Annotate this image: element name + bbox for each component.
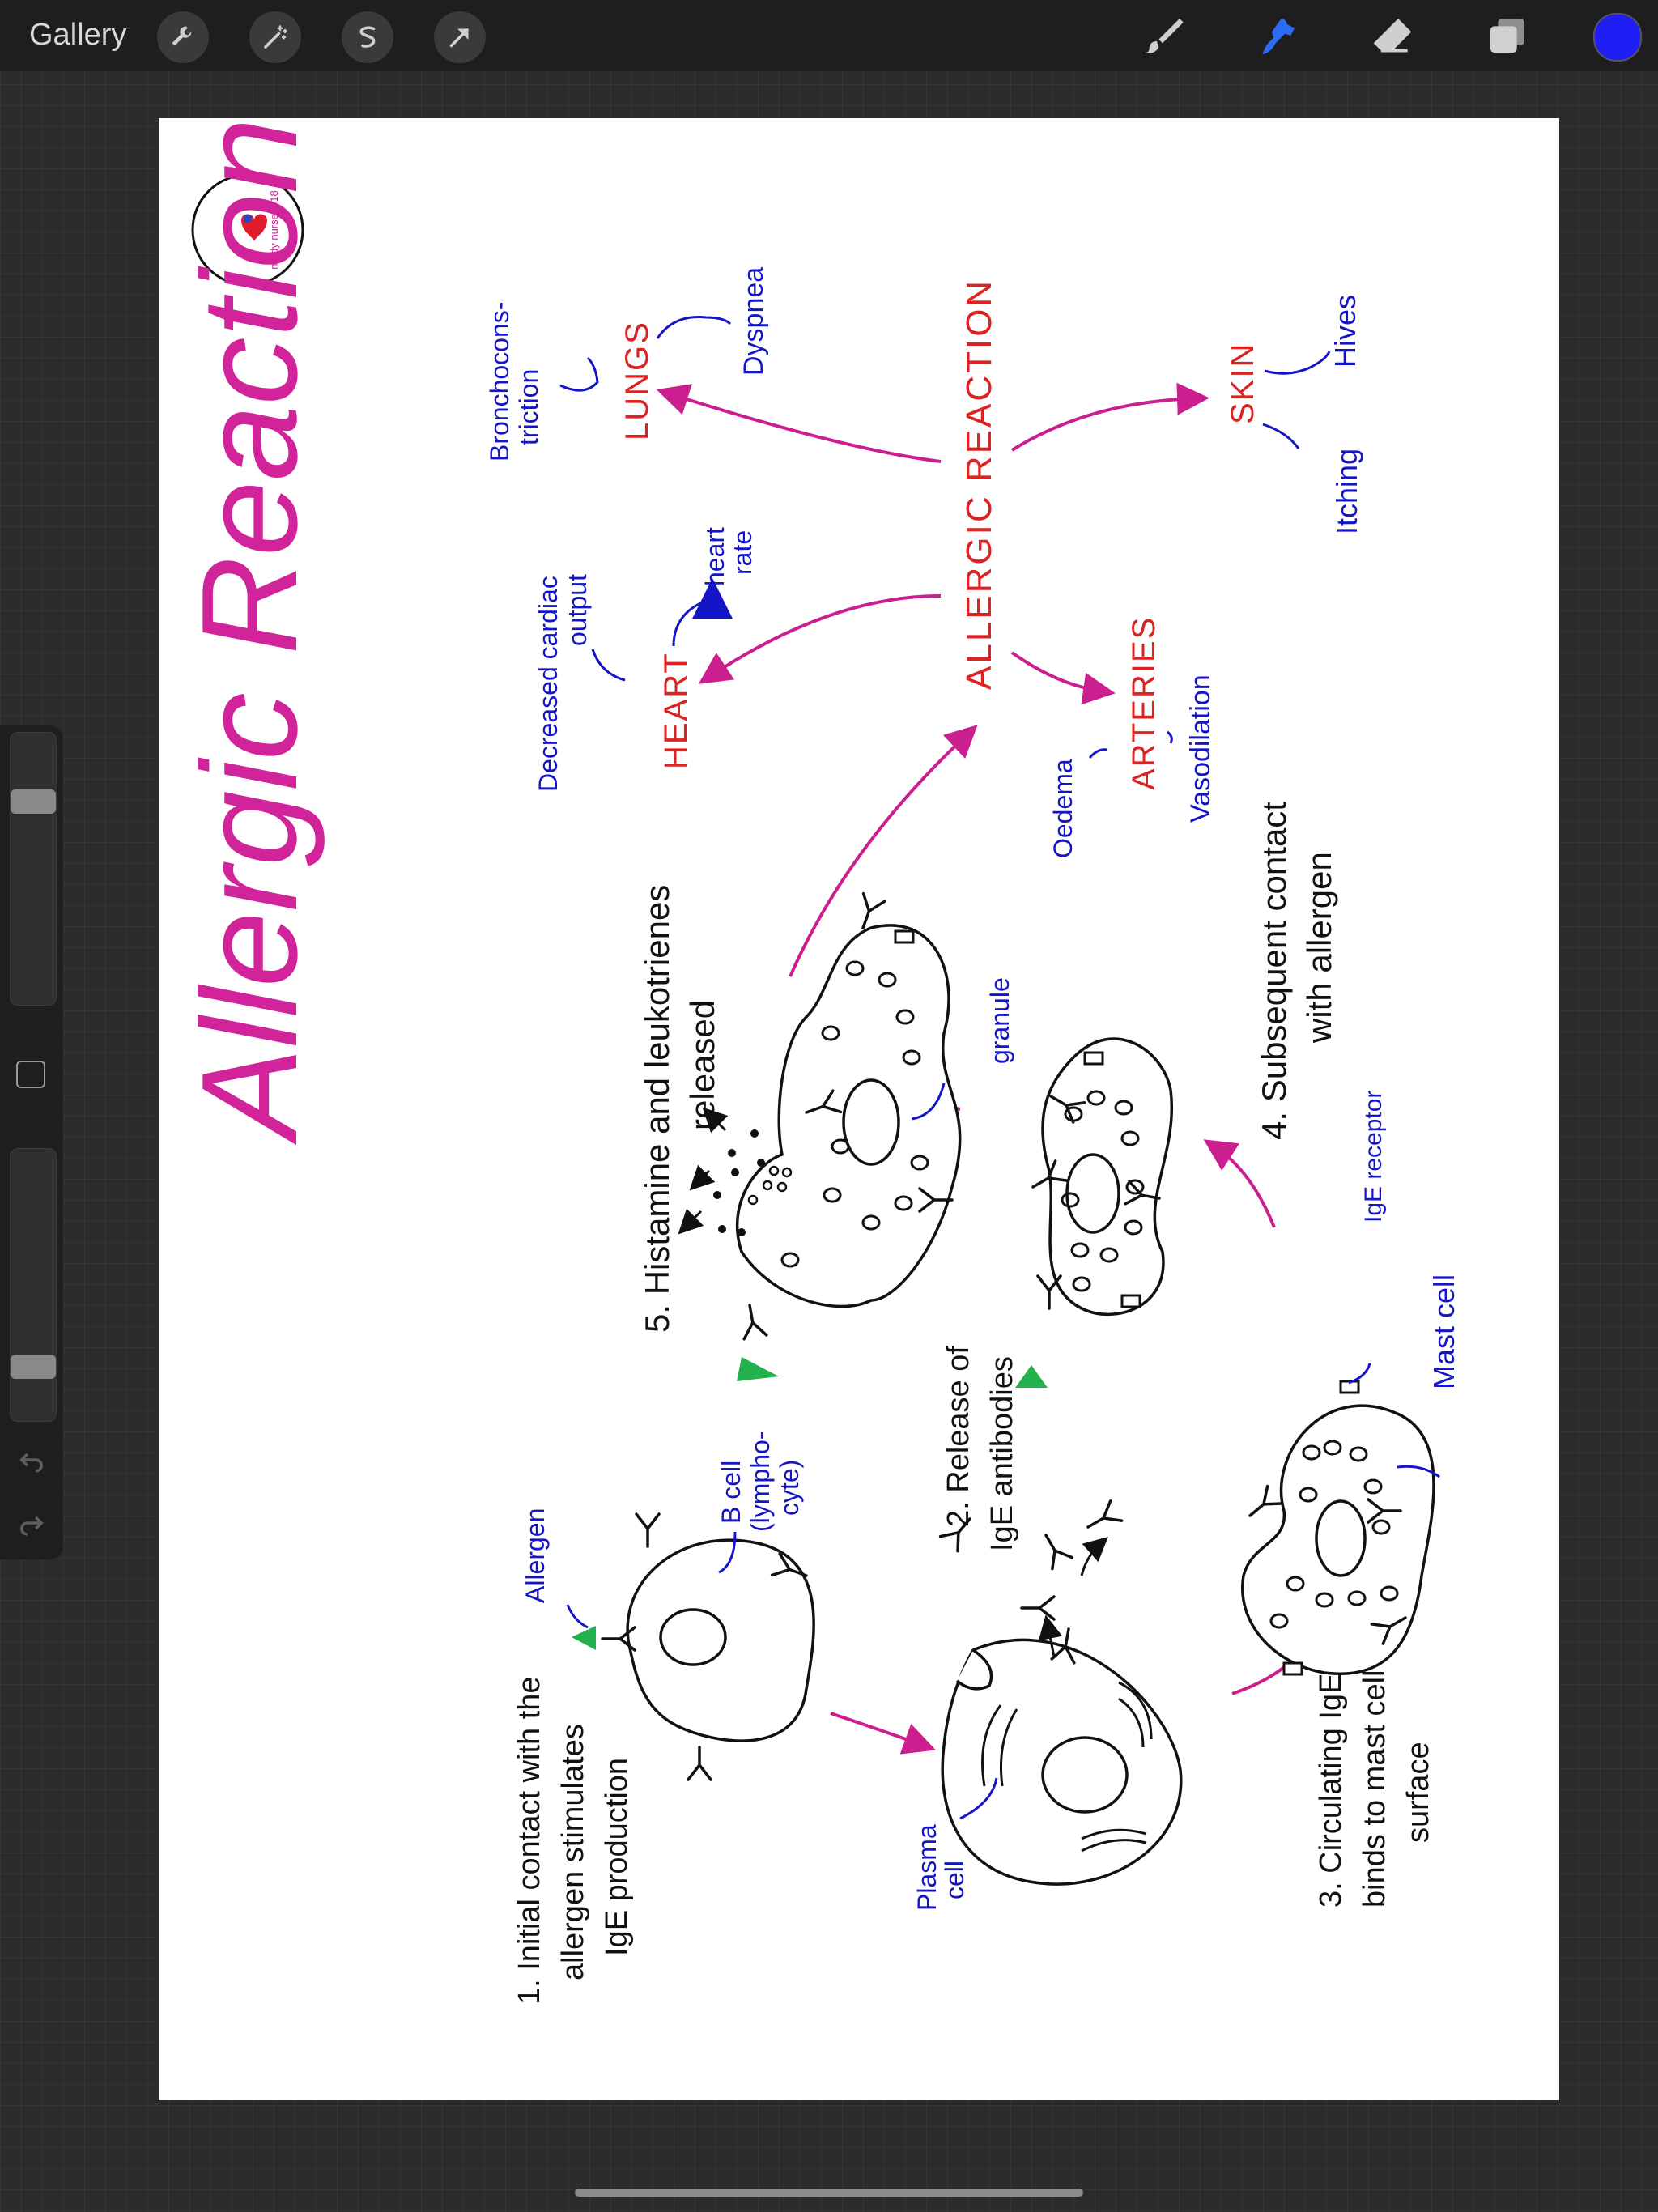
wrench-icon[interactable]: [157, 11, 209, 63]
transform-arrow-icon[interactable]: [434, 11, 486, 63]
step3-line1: 3. Circulating IgE: [1314, 1674, 1348, 1908]
cardiac-output-line1: Decreased cardiac: [534, 576, 563, 792]
skin-label: SKIN: [1225, 342, 1261, 424]
step1-line1: 1. Initial contact with the: [512, 1676, 546, 2005]
plasma-cell: [941, 1638, 1183, 1886]
step3-line2: binds to mast cell: [1358, 1670, 1392, 1908]
dyspnea-label: Dyspnea: [738, 267, 769, 376]
left-sidebar: [0, 725, 63, 1559]
step3-text: 3. Circulating IgE binds to mast cell su…: [1314, 1670, 1435, 1908]
color-picker-button[interactable]: [1593, 13, 1642, 62]
mast-cell-label: Mast cell: [1427, 1274, 1460, 1389]
heart-label: HEART: [658, 652, 694, 769]
step4-line2: with allergen: [1300, 852, 1338, 1044]
vasodilation-label: Vasodilation: [1185, 674, 1216, 823]
bronchoconstriction-line2: triction: [514, 369, 543, 445]
opacity-slider-thumb[interactable]: [11, 1355, 56, 1379]
plasma-label: Plasma cell: [912, 1824, 969, 1911]
heart-rate-line1: heart: [700, 527, 729, 586]
step4-line1: 4. Subsequent contact: [1255, 802, 1293, 1140]
center-label: ALLERGIC REACTION: [959, 279, 999, 690]
b-cell-label-line1: B cell: [716, 1461, 746, 1524]
bronchoconstriction-line1: Bronchocons-: [485, 302, 514, 462]
opacity-slider[interactable]: [10, 1148, 57, 1422]
b-cell: [572, 1512, 815, 1781]
oedema-label: Oedema: [1048, 759, 1078, 858]
redo-icon[interactable]: [15, 1506, 49, 1540]
step5-line1: 5. Histamine and leukotrienes: [638, 885, 676, 1333]
itching-label: Itching: [1330, 449, 1363, 534]
smudge-icon[interactable]: [1252, 10, 1303, 62]
step1-line2: allergen stimulates: [556, 1724, 590, 1980]
step1-line3: IgE production: [600, 1758, 634, 1956]
b-cell-label-line2: (lympho-: [746, 1431, 775, 1532]
logo: nerdy nurse2018: [191, 173, 304, 287]
step4-text: 4. Subsequent contact with allergen: [1255, 802, 1338, 1140]
step1-text: 1. Initial contact with the allergen sti…: [512, 1676, 634, 2005]
drawing-canvas[interactable]: nerdy nurse2018 Allergic Reaction 1. Ini…: [159, 118, 1559, 2100]
arteries-label: ARTERIES: [1126, 616, 1162, 790]
home-indicator[interactable]: [575, 2189, 1083, 2197]
undo-icon[interactable]: [15, 1443, 49, 1477]
logo-text: nerdy nurse2018: [268, 190, 280, 270]
brush-size-slider-thumb[interactable]: [11, 789, 56, 814]
step2-line1: 2. Release of: [942, 1346, 976, 1527]
allergen-label: Allergen: [521, 1508, 550, 1603]
magic-wand-icon[interactable]: [249, 11, 301, 63]
heart-rate-label: heart rate: [700, 527, 757, 586]
degranulating-mast-cell: [678, 891, 962, 1381]
ige-receptor-label: IgE receptor: [1360, 1091, 1387, 1223]
bronchoconstriction-label: Bronchocons- triction: [485, 302, 543, 462]
lungs-label: LUNGS: [619, 321, 655, 440]
cardiac-output-line2: output: [563, 574, 592, 646]
mast-cell: [1241, 1380, 1435, 1676]
selection-icon[interactable]: [342, 11, 393, 63]
heart-rate-line2: rate: [728, 530, 757, 575]
step3-line3: surface: [1401, 1742, 1435, 1843]
hives-label: Hives: [1329, 295, 1362, 368]
layers-icon[interactable]: [1482, 10, 1533, 62]
brush-size-slider[interactable]: [10, 732, 57, 1006]
granule-label: granule: [985, 977, 1014, 1064]
b-cell-label-line3: cyte): [775, 1460, 804, 1516]
step5-line2: released: [683, 1000, 721, 1130]
gallery-button[interactable]: Gallery: [29, 18, 127, 52]
modify-button[interactable]: [16, 1061, 45, 1088]
step2-line2: IgE antibodies: [985, 1356, 1019, 1551]
eraser-icon[interactable]: [1367, 10, 1418, 62]
top-toolbar: Gallery: [0, 0, 1658, 71]
step2-text: 2. Release of IgE antibodies: [942, 1346, 1019, 1551]
title: Allergic Reaction: [173, 118, 325, 1146]
plasma-label-line2: cell: [940, 1861, 969, 1899]
plasma-label-line1: Plasma: [912, 1824, 942, 1911]
step5-text: 5. Histamine and leukotrienes released: [638, 885, 721, 1333]
cardiac-output-label: Decreased cardiac output: [534, 574, 592, 792]
artwork: nerdy nurse2018 Allergic Reaction 1. Ini…: [173, 118, 1460, 2005]
sensitised-mast-cell: [1015, 1037, 1173, 1388]
brush-icon[interactable]: [1137, 10, 1188, 62]
b-cell-label: B cell (lympho- cyte): [716, 1431, 804, 1532]
